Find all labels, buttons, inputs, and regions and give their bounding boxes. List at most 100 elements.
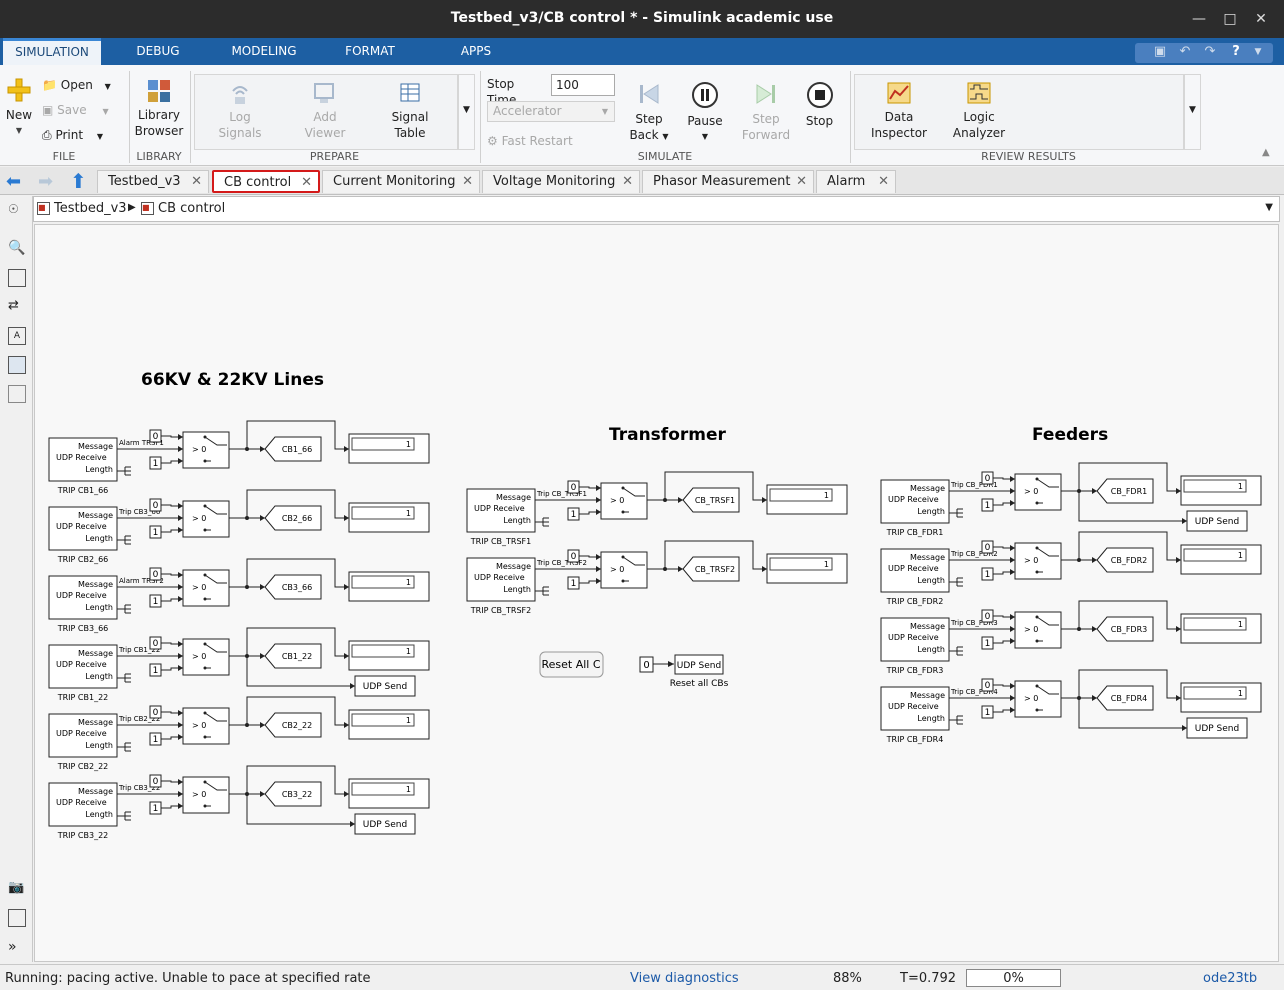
constant-0-block[interactable]: 0 <box>149 774 162 788</box>
display-block[interactable]: 1 <box>348 640 430 671</box>
reset-udp-send-block[interactable]: UDP Send <box>674 654 724 675</box>
goto-tag-block[interactable]: CB_TRSF1 <box>682 487 740 513</box>
block-diagram[interactable]: 66KV & 22KV Lines Transformer Feeders Me… <box>35 225 1278 961</box>
constant-1-block[interactable]: 1 <box>981 636 994 650</box>
switch-block[interactable]: > 0 <box>182 569 230 607</box>
constant-0-block[interactable]: 0 <box>981 540 994 554</box>
minimize-button[interactable]: — <box>1192 11 1206 27</box>
constant-1-block[interactable]: 1 <box>149 732 162 746</box>
breadcrumb-child[interactable]: CB control <box>158 201 226 216</box>
hide-browser-icon[interactable]: ☉ <box>8 202 19 216</box>
maximize-button[interactable]: □ <box>1223 11 1237 27</box>
display-block[interactable]: 1 <box>348 433 430 464</box>
print-button[interactable]: ⎙ Print ▼ <box>42 128 104 142</box>
undo-icon[interactable]: ↶ <box>1179 44 1191 59</box>
fast-restart-toggle[interactable]: ⚙ Fast Restart <box>487 134 573 148</box>
constant-0-block[interactable]: 0 <box>149 498 162 512</box>
close-tab-icon[interactable]: ✕ <box>878 174 889 189</box>
constant-1-block[interactable]: 1 <box>981 567 994 581</box>
display-block[interactable]: 1 <box>1180 682 1262 713</box>
redo-icon[interactable]: ↷ <box>1204 44 1216 59</box>
review-gallery-expand-icon[interactable]: ▼ <box>1184 74 1201 150</box>
udp-send-block[interactable]: UDP Send <box>1186 510 1248 532</box>
save-icon[interactable]: ▣ <box>1153 44 1167 59</box>
constant-1-block[interactable]: 1 <box>149 663 162 677</box>
display-block[interactable]: 1 <box>348 502 430 533</box>
expand-toolbar-icon[interactable]: » <box>8 939 17 955</box>
breadcrumb-root[interactable]: Testbed_v3 <box>54 201 127 216</box>
screenshot-icon[interactable]: 📷 <box>8 880 25 895</box>
help-icon[interactable]: ? <box>1232 44 1240 59</box>
area-icon[interactable] <box>8 385 26 403</box>
display-block[interactable]: 1 <box>766 553 848 584</box>
help-dropdown-icon[interactable]: ▼ <box>1254 47 1262 57</box>
constant-0-block[interactable]: 0 <box>567 480 580 494</box>
tab-phasor-measurement[interactable]: Phasor Measurement✕ <box>642 170 814 193</box>
goto-tag-block[interactable]: CB_FDR3 <box>1096 616 1154 642</box>
forward-arrow-icon[interactable]: ➡ <box>38 171 54 192</box>
close-tab-icon[interactable]: ✕ <box>301 175 312 190</box>
display-block[interactable]: 1 <box>348 778 430 809</box>
constant-0-block[interactable]: 0 <box>149 636 162 650</box>
close-tab-icon[interactable]: ✕ <box>796 174 807 189</box>
simulation-mode-select[interactable]: Accelerator▼ <box>487 101 615 122</box>
open-button[interactable]: 📁 Open ▼ <box>42 78 111 92</box>
switch-block[interactable]: > 0 <box>1014 473 1062 511</box>
display-block[interactable]: 1 <box>348 709 430 740</box>
constant-1-block[interactable]: 1 <box>149 525 162 539</box>
breadcrumb-dropdown-icon[interactable]: ▼ <box>1265 202 1273 213</box>
new-button[interactable]: New ▼ <box>4 77 34 139</box>
goto-tag-block[interactable]: CB_FDR1 <box>1096 478 1154 504</box>
fit-to-view-icon[interactable] <box>8 269 26 287</box>
constant-1-block[interactable]: 1 <box>567 576 580 590</box>
constant-0-block[interactable]: 0 <box>981 609 994 623</box>
constant-1-block[interactable]: 1 <box>149 801 162 815</box>
collapse-ribbon-icon[interactable]: ▲ <box>1262 147 1270 158</box>
tab-voltage-monitoring[interactable]: Voltage Monitoring✕ <box>482 170 640 193</box>
signal-line-icon[interactable]: ⇄ <box>8 298 19 313</box>
constant-1-block[interactable]: 1 <box>149 456 162 470</box>
reset-constant-block[interactable]: 0 <box>639 656 654 673</box>
tab-current-monitoring[interactable]: Current Monitoring✕ <box>322 170 480 193</box>
display-block[interactable]: 1 <box>1180 475 1262 506</box>
constant-0-block[interactable]: 0 <box>149 429 162 443</box>
property-inspector-icon[interactable] <box>8 909 26 927</box>
tab-modeling[interactable]: MODELING <box>231 44 297 58</box>
switch-block[interactable]: > 0 <box>600 482 648 520</box>
solver-link[interactable]: ode23tb <box>1203 971 1258 986</box>
switch-block[interactable]: > 0 <box>182 776 230 814</box>
close-tab-icon[interactable]: ✕ <box>622 174 633 189</box>
goto-tag-block[interactable]: CB1_66 <box>264 436 322 462</box>
tab-testbed-v3[interactable]: Testbed_v3✕ <box>97 170 209 193</box>
constant-0-block[interactable]: 0 <box>981 678 994 692</box>
display-block[interactable]: 1 <box>348 571 430 602</box>
library-browser-button[interactable]: Library Browser <box>130 79 188 139</box>
image-icon[interactable] <box>8 356 26 374</box>
constant-0-block[interactable]: 0 <box>567 549 580 563</box>
switch-block[interactable]: > 0 <box>1014 680 1062 718</box>
udp-send-block[interactable]: UDP Send <box>1186 717 1248 739</box>
switch-block[interactable]: > 0 <box>182 500 230 538</box>
switch-block[interactable]: > 0 <box>1014 611 1062 649</box>
constant-1-block[interactable]: 1 <box>149 594 162 608</box>
display-block[interactable]: 1 <box>766 484 848 515</box>
switch-block[interactable]: > 0 <box>600 551 648 589</box>
reset-all-button[interactable]: Reset All C <box>539 651 604 678</box>
tab-format[interactable]: FORMAT <box>345 44 395 58</box>
view-diagnostics-link[interactable]: View diagnostics <box>630 971 739 986</box>
switch-block[interactable]: > 0 <box>182 638 230 676</box>
constant-0-block[interactable]: 0 <box>981 471 994 485</box>
goto-tag-block[interactable]: CB2_22 <box>264 712 322 738</box>
